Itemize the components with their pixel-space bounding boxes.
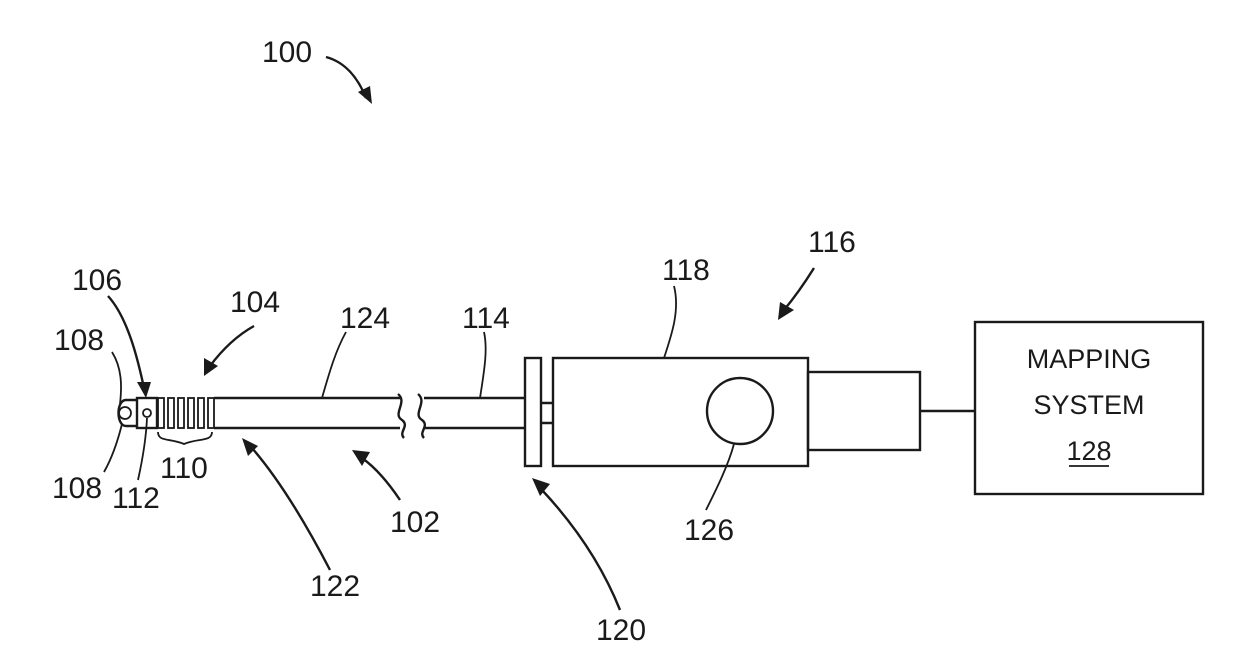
handle-connector: [808, 372, 920, 450]
handle-flange: [525, 358, 541, 466]
label-126: 126: [684, 514, 734, 547]
leader-118: [664, 286, 676, 358]
leader-108-bottom: [104, 424, 122, 472]
catheter-shaft-distal: [214, 398, 400, 428]
handle-body: [553, 358, 808, 466]
ring-electrode: [208, 398, 214, 428]
arrow-104: [210, 326, 254, 366]
arrow-120: [542, 490, 620, 610]
label-108-bottom: 108: [52, 472, 102, 505]
label-104: 104: [230, 286, 280, 319]
leader-108-top: [112, 352, 121, 404]
leader-124: [322, 332, 346, 398]
label-100: 100: [262, 36, 312, 69]
label-120: 120: [596, 614, 646, 647]
label-118: 118: [662, 254, 710, 287]
label-114: 114: [462, 302, 510, 335]
arrow-122: [252, 448, 330, 570]
ring-electrode: [158, 398, 164, 428]
label-116: 116: [808, 226, 856, 259]
ring-electrode: [178, 398, 184, 428]
label-124: 124: [340, 302, 390, 335]
arrow-102: [362, 458, 400, 500]
break-mark-left: [398, 394, 405, 438]
ring-electrode: [198, 398, 204, 428]
label-122: 122: [310, 570, 360, 603]
label-108-top: 108: [54, 324, 104, 357]
arrow-106: [108, 296, 144, 388]
actuator-knob: [707, 378, 773, 444]
mapping-system-line2: SYSTEM: [1033, 390, 1144, 420]
arrow-104-head: [204, 358, 218, 376]
label-102: 102: [390, 506, 440, 539]
ring-electrodes: [158, 398, 214, 428]
catheter-tip: [119, 400, 138, 426]
leader-114: [480, 332, 486, 398]
label-112: 112: [112, 482, 160, 515]
mapping-system-line1: MAPPING: [1027, 344, 1152, 374]
label-106: 106: [72, 264, 122, 297]
ring-electrode: [188, 398, 194, 428]
bracket-110: [158, 432, 212, 444]
break-mark-right: [418, 394, 425, 438]
arrow-116-head: [778, 302, 794, 320]
arrow-116: [784, 268, 814, 310]
ring-electrode: [168, 398, 174, 428]
leader-126: [706, 444, 734, 510]
arrow-100-head: [358, 86, 372, 104]
arrow-106-head: [137, 382, 151, 398]
label-110: 110: [160, 452, 208, 485]
flange-connector: [541, 403, 553, 423]
tip-sensor-112: [143, 409, 151, 417]
mapping-system-ref: 128: [1066, 436, 1111, 466]
tip-electrode: [119, 407, 131, 419]
arrow-120-head: [532, 478, 550, 496]
catheter-shaft-proximal: [424, 398, 525, 428]
